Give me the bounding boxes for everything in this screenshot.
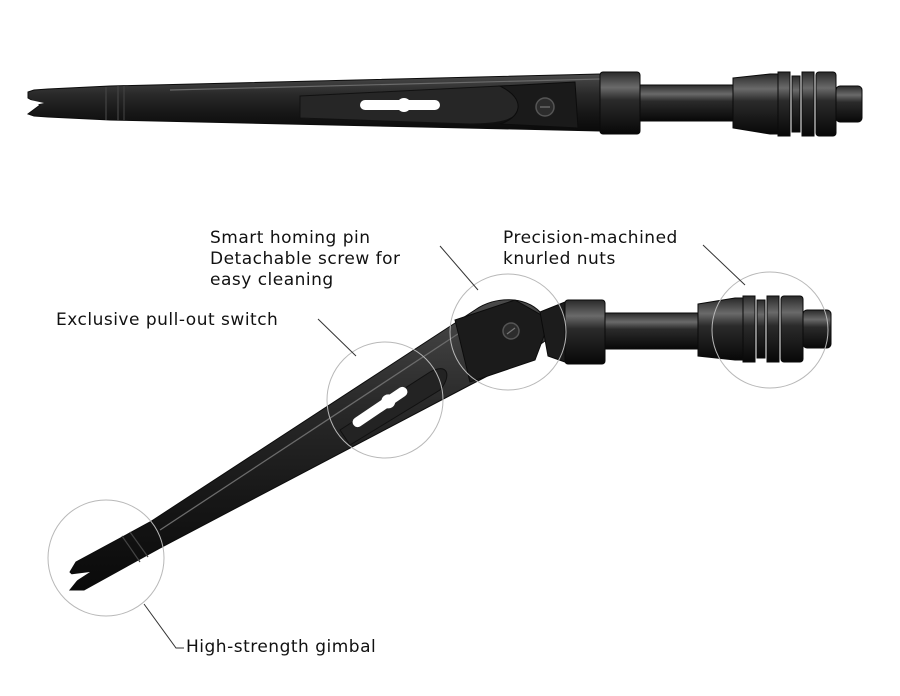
shaft bbox=[639, 84, 736, 122]
callout-gimbal: High-strength gimbal bbox=[186, 637, 376, 658]
callout-homing-pin: Smart homing pin Detachable screw for ea… bbox=[210, 228, 401, 291]
circle-gimbal bbox=[47, 499, 165, 617]
callout-circles bbox=[47, 271, 829, 617]
callout-knurled-nuts: Precision-machined knurled nuts bbox=[503, 228, 678, 270]
folded-knurled-nuts bbox=[697, 295, 832, 363]
circle-pull-out-switch bbox=[326, 341, 444, 459]
callout-pull-out-switch: Exclusive pull-out switch bbox=[56, 310, 278, 331]
leader-knurled bbox=[702, 244, 746, 286]
tool-folded-icon bbox=[66, 295, 832, 591]
folded-collar bbox=[564, 299, 606, 365]
leader-gimbal bbox=[143, 603, 184, 649]
folded-shaft bbox=[604, 312, 701, 350]
tip-notch bbox=[26, 99, 44, 107]
keyhole-slot bbox=[360, 98, 440, 112]
folded-switch-plate bbox=[339, 368, 448, 446]
callout-knurled-line1: Precision-machined bbox=[503, 228, 678, 248]
collar bbox=[599, 71, 641, 135]
leader-lines bbox=[143, 244, 746, 649]
callout-homing-line2: Detachable screw for bbox=[210, 249, 401, 269]
leader-homing bbox=[439, 245, 479, 291]
folded-tip-notch bbox=[66, 572, 90, 585]
callout-homing-line1: Smart homing pin bbox=[210, 228, 371, 248]
circle-knurled-nuts bbox=[711, 271, 829, 389]
tool-straight-icon bbox=[26, 71, 863, 137]
callout-homing-line3: easy cleaning bbox=[210, 270, 334, 290]
knurled-nuts bbox=[732, 71, 863, 137]
leader-switch bbox=[317, 318, 357, 357]
callout-switch-text: Exclusive pull-out switch bbox=[56, 310, 279, 330]
folded-keyhole-slot bbox=[352, 386, 408, 428]
callout-gimbal-text: High-strength gimbal bbox=[186, 637, 377, 657]
circle-homing-pin bbox=[449, 273, 567, 391]
callout-knurled-line2: knurled nuts bbox=[503, 249, 616, 269]
